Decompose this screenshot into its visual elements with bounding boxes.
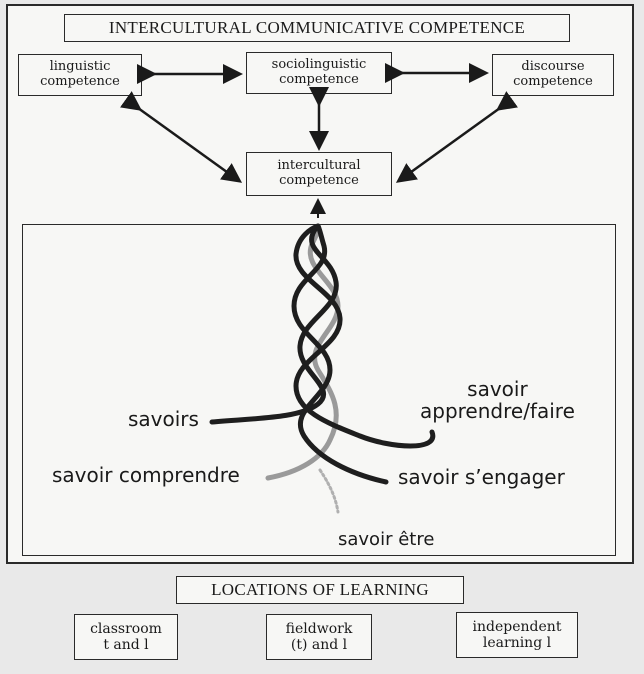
independent-learning-label: independent learning l (472, 618, 562, 651)
independent-learning-box: independent learning l (456, 612, 578, 658)
strand-savoir-etre (318, 468, 340, 514)
intercultural-competence-label: intercultural competence (277, 158, 361, 188)
label-savoir-apprendre: savoir apprendre/faire (420, 377, 575, 423)
locations-of-learning-title: LOCATIONS OF LEARNING (176, 576, 464, 604)
label-savoir-engager: savoir s’engager (398, 465, 565, 489)
locations-of-learning-text: LOCATIONS OF LEARNING (211, 580, 429, 600)
sociolinguistic-competence-label: sociolinguistic competence (271, 57, 367, 87)
intercultural-competence-box: intercultural competence (246, 152, 392, 196)
fieldwork-label: fieldwork (t) and l (285, 620, 353, 653)
discourse-competence-box: discourse competence (492, 54, 614, 96)
label-savoir-etre: savoir être (338, 529, 435, 550)
discourse-competence-label: discourse competence (513, 59, 593, 89)
classroom-box: classroom t and l (74, 614, 178, 660)
linguistic-competence-box: linguistic competence (18, 54, 142, 96)
arrow-linguistic-intercultural (119, 91, 243, 183)
label-savoir-comprendre: savoir comprendre (52, 463, 240, 487)
strand-savoir-apprendre (293, 223, 436, 449)
ic-competence-title: INTERCULTURAL COMMUNICATIVE COMPETENCE (64, 14, 570, 42)
arrow-discourse-intercultural (395, 91, 519, 183)
linguistic-competence-label: linguistic competence (40, 59, 120, 89)
strand-savoirs (209, 225, 339, 425)
classroom-label: classroom t and l (90, 620, 162, 653)
strand-savoir-engager (291, 223, 389, 485)
label-savoirs: savoirs (128, 407, 199, 431)
fieldwork-box: fieldwork (t) and l (266, 614, 372, 660)
ic-competence-title-text: INTERCULTURAL COMMUNICATIVE COMPETENCE (108, 18, 526, 38)
